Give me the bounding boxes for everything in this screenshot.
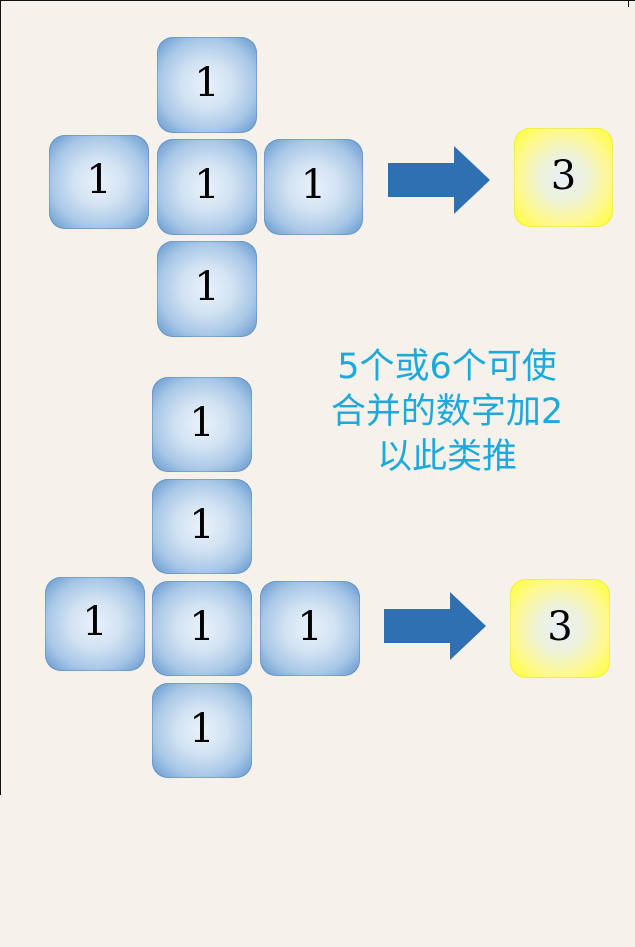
top-up-tile-value: 1 (194, 60, 220, 106)
top-left-tile-value: 1 (86, 157, 112, 203)
bottom-center-tile: 1 (152, 581, 252, 676)
merge-rule-caption: 5个或6个可使 合并的数字加2 以此类推 (317, 345, 577, 480)
top-up-tile: 1 (157, 37, 257, 133)
bottom-top-tile: 1 (152, 377, 252, 472)
bottom-left-tile-value: 1 (82, 599, 108, 645)
bottom-center-tile-value: 1 (189, 603, 215, 650)
top-center-tile-value: 1 (194, 162, 220, 208)
top-right-tile-value: 1 (300, 162, 327, 208)
caption-line-2: 合并的数字加2 (330, 392, 564, 432)
top-down-tile: 1 (157, 241, 257, 337)
frame-right-mark (628, 0, 629, 7)
top-down-tile-value: 1 (194, 264, 220, 310)
bottom-right-tile-value: 1 (297, 603, 323, 650)
top-right-tile: 1 (264, 139, 363, 235)
bottom-top-tile-value: 1 (189, 399, 215, 446)
bottom-result-tile: 3 (510, 579, 610, 678)
bottom-left-tile: 1 (45, 577, 145, 671)
caption-line-1: 5个或6个可使 (337, 347, 557, 387)
top-left-tile: 1 (49, 135, 149, 229)
bottom-arrow-icon (384, 592, 486, 660)
top-arrow-icon (388, 146, 490, 214)
bottom-right-tile: 1 (260, 581, 360, 676)
top-result-tile: 3 (514, 128, 613, 227)
bottom-second-tile-value: 1 (189, 501, 215, 548)
caption-line-3: 以此类推 (376, 437, 517, 477)
top-result-tile-value: 3 (550, 152, 577, 199)
bottom-second-tile: 1 (152, 479, 252, 574)
top-center-tile: 1 (157, 139, 257, 235)
bottom-down-tile: 1 (152, 683, 252, 778)
bottom-result-tile-value: 3 (547, 603, 573, 650)
frame-top-edge (0, 0, 635, 1)
frame-left-edge (0, 0, 1, 795)
bottom-down-tile-value: 1 (189, 705, 215, 752)
